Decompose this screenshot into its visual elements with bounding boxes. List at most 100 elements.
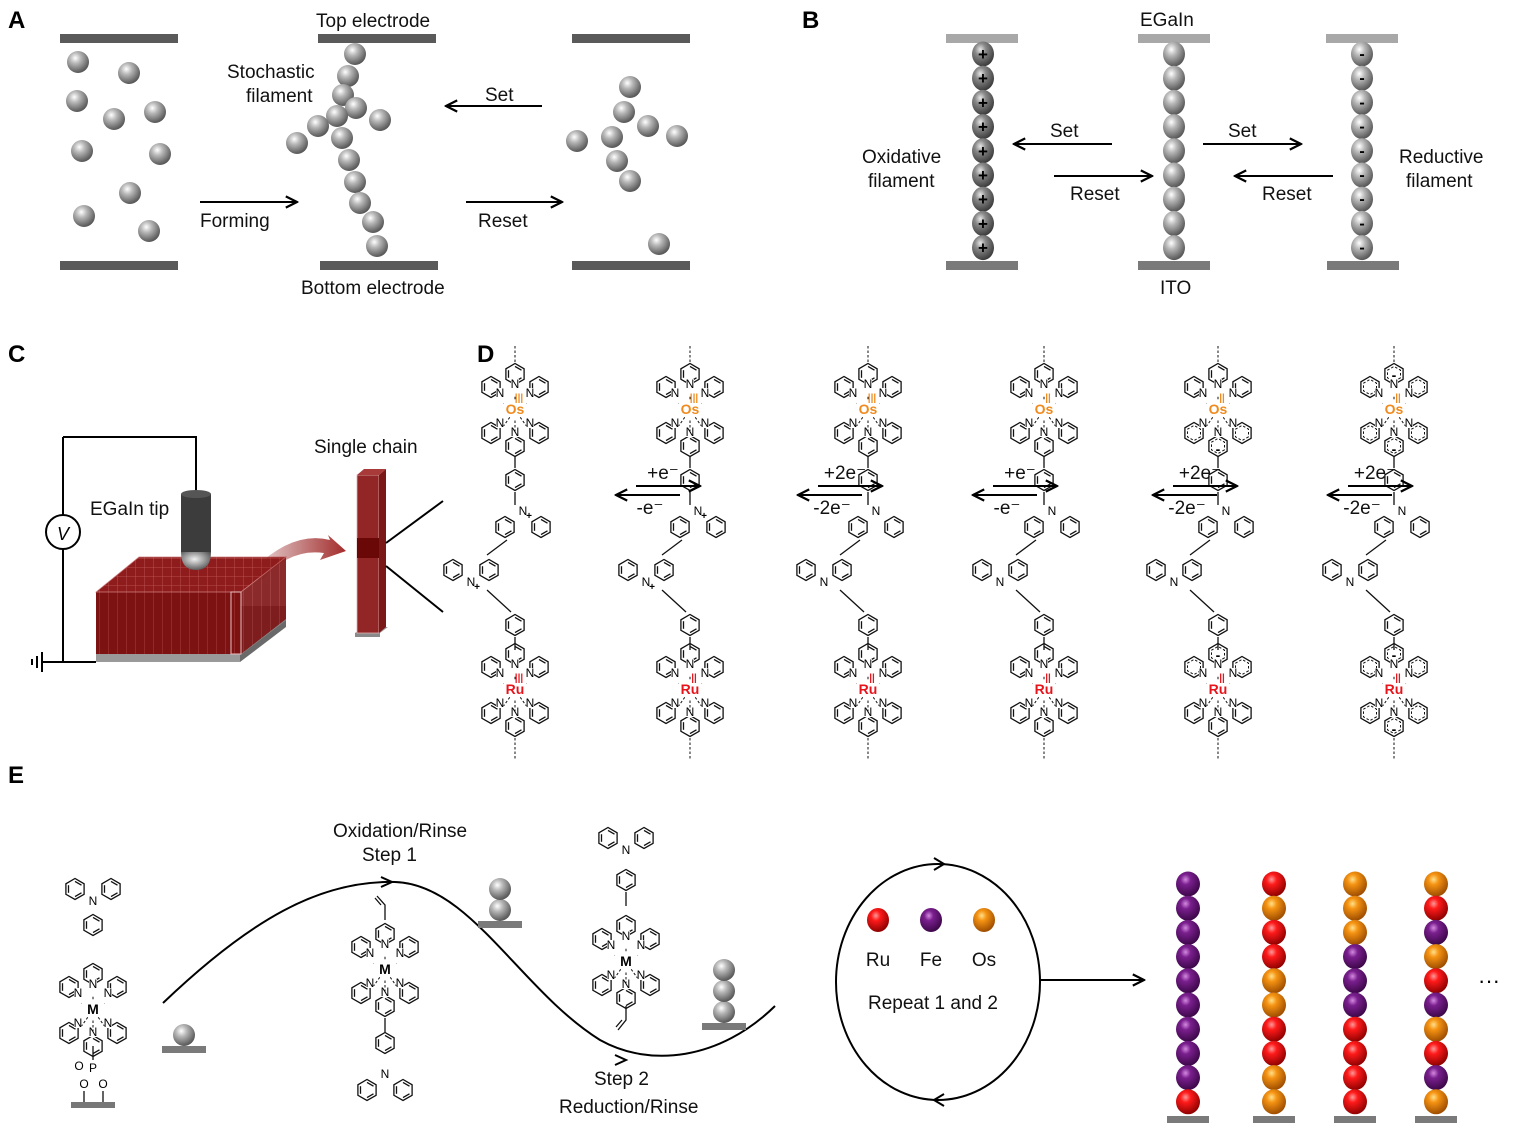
neutral-sphere-icon	[1163, 41, 1185, 67]
metal-center: M	[620, 953, 632, 969]
double-bond	[1019, 716, 1027, 722]
double-bond	[408, 996, 416, 1002]
filament-ion-icon	[345, 97, 367, 119]
ion-right-icon	[606, 150, 628, 172]
double-bond	[1067, 716, 1075, 722]
double-bond	[1043, 628, 1051, 634]
carbazole-ring-bond	[654, 558, 674, 582]
forming-label: Forming	[200, 211, 270, 232]
ru-ball-icon	[1262, 1016, 1286, 1042]
nitrogen-atom: N	[701, 696, 710, 710]
double-bond	[1241, 704, 1249, 710]
nitrogen-atom: N	[1390, 377, 1399, 391]
pyridine-bond	[529, 375, 549, 399]
substrate	[1415, 1116, 1457, 1123]
double-bond	[488, 573, 496, 579]
electrode-top-left	[60, 34, 178, 43]
fe-ball-icon	[1343, 992, 1367, 1018]
nitrogen-atom: N	[879, 666, 888, 680]
chain-zoom-lines	[385, 500, 444, 613]
atom-bg	[1199, 388, 1207, 398]
single-chain-label: Single chain	[314, 437, 418, 458]
ru-ball-icon	[1262, 1040, 1286, 1066]
biscarbazole-link	[1189, 539, 1211, 556]
oxygen-atom: O	[98, 1077, 107, 1091]
phenyl-ring-bond	[680, 613, 700, 637]
repeat-label: Repeat 1 and 2	[868, 993, 998, 1014]
ellipsis: ···	[1478, 968, 1500, 993]
metal-center: Os	[859, 401, 878, 417]
double-bond	[1019, 436, 1027, 442]
pyridine-bond	[351, 935, 371, 959]
delocalized-bond	[1387, 645, 1401, 663]
atom-bg	[671, 418, 679, 428]
coordination-bond	[503, 417, 511, 427]
pyridine-bond	[592, 927, 612, 951]
atom-bg	[864, 659, 872, 669]
double-bond	[643, 829, 651, 835]
atom-bg	[1405, 668, 1413, 678]
redox-transition: +2e⁻-2e⁻	[1328, 463, 1412, 519]
atom-bg	[686, 379, 694, 389]
ru-ball-icon	[1424, 895, 1448, 921]
filament-ion-icon	[344, 43, 366, 65]
oxidative-filament-label-1: Oxidative	[862, 147, 941, 168]
oxidative-charge: +	[978, 93, 988, 112]
fe-ball-icon	[1176, 871, 1200, 897]
nitrogen-atom: N	[496, 416, 505, 430]
pyridine-bond	[1034, 714, 1054, 738]
atom-bg	[89, 895, 97, 905]
oxidation-state: |||	[515, 673, 524, 684]
metal-bg	[1383, 400, 1405, 414]
ion-right-icon	[601, 126, 623, 148]
double-bond	[116, 1036, 124, 1042]
double-bond	[68, 978, 76, 984]
pyridine-bond	[481, 655, 501, 679]
atom-bg	[849, 698, 857, 708]
metal-center: M	[379, 961, 391, 977]
oxidation-label: -e⁻	[994, 498, 1021, 519]
double-bond	[538, 716, 546, 722]
delocalized-bond	[1387, 717, 1401, 735]
double-bond	[1155, 573, 1163, 579]
double-bond	[679, 530, 687, 536]
nitrogen-atom: N	[1229, 386, 1238, 400]
oxidative-sphere-icon	[972, 235, 994, 261]
nitrogen-atom: N	[879, 386, 888, 400]
panel-c: C V EGaIn tip	[8, 341, 444, 672]
oxidation-state: ||	[869, 673, 875, 684]
double-bond	[713, 704, 721, 710]
reductive-sphere-icon	[1351, 114, 1373, 140]
atom-bg	[1405, 698, 1413, 708]
oxidative-sphere-icon	[972, 162, 994, 188]
coordination-bond	[503, 697, 511, 707]
metal-bg	[1033, 680, 1055, 694]
nitrogen-atom: N	[1025, 666, 1034, 680]
nitrogen-atom: N	[1199, 416, 1208, 430]
atom-bg	[366, 948, 374, 958]
metal-bg	[615, 952, 637, 966]
coordination-bond	[519, 697, 527, 707]
pyridine-bond	[1184, 375, 1204, 399]
double-bond	[601, 930, 609, 936]
bottom-electrode-label: Bottom electrode	[301, 278, 445, 299]
oxidative-sphere-icon	[972, 114, 994, 140]
atom-bg	[1222, 505, 1230, 515]
double-bond	[867, 616, 875, 622]
nitrogen-atom: N	[1055, 696, 1064, 710]
double-bond	[514, 645, 522, 651]
nitrogen-atom: N	[864, 377, 873, 391]
nitrogen-atom: N	[701, 666, 710, 680]
ru-ball-icon	[1343, 1065, 1367, 1091]
atom-bg	[496, 668, 504, 678]
phenyl-ring-bond	[83, 913, 103, 937]
carbazole-ring-bond	[832, 558, 852, 582]
atom-bg	[526, 668, 534, 678]
carbazole-ring-bond	[848, 515, 868, 539]
double-bond	[625, 883, 633, 889]
nitrogen-atom: N	[366, 946, 375, 960]
coordination-bond	[694, 697, 702, 707]
atom-bg	[701, 698, 709, 708]
metal-bg	[504, 680, 526, 694]
carbazole-nitrogen: N	[622, 843, 631, 857]
